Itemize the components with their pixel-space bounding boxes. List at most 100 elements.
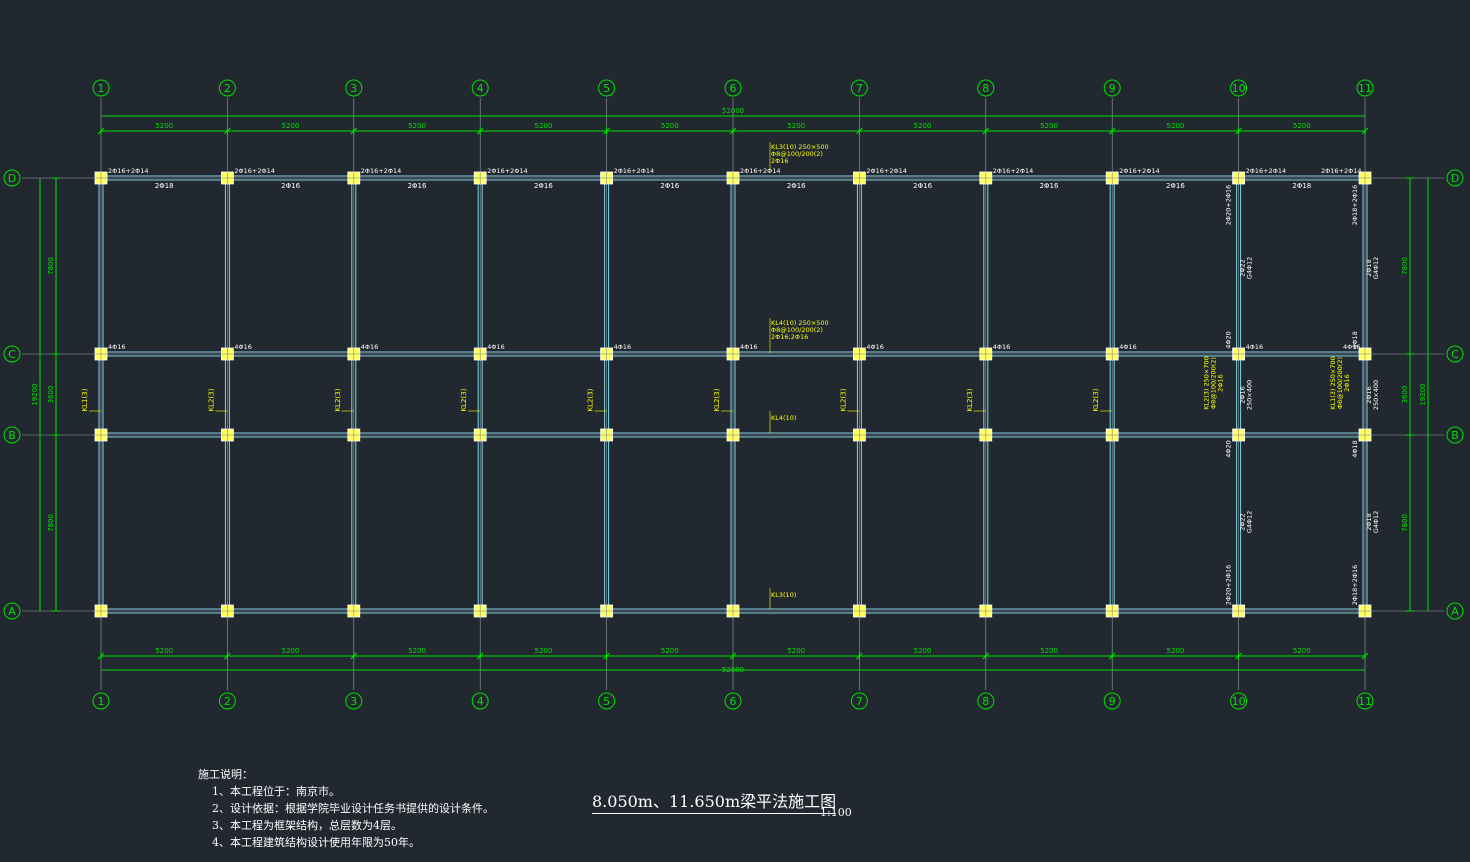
beam-mid-label: 4Φ16 [993,343,1011,351]
dimension-tick [856,652,863,660]
axis-bubble-x [1230,692,1248,710]
axis-label-x: 10 [1232,695,1246,708]
axis-label-x: 3 [350,695,357,708]
dimension-span-text: 5200 [155,647,173,655]
notes-heading: 施工说明： [198,768,253,781]
axis-bubble-x [1230,79,1248,97]
dimension-tick [224,652,231,660]
axis-bubble-x [1103,79,1121,97]
note-item-2: 2、设计依据：根据学院毕业设计任务书提供的设计条件。 [212,802,494,815]
drawing-title: 8.050m、11.650m梁平法施工图 [592,788,837,814]
annotation-mid-line: KL4(10) 250×500 [771,319,829,327]
right-annotation: G4Φ12 [1372,511,1380,534]
beam-top-label: 2Φ16+2Φ14 [487,167,528,175]
right-annotation: 4Φ20 [1225,331,1233,349]
right-annotation: 4Φ20 [1225,440,1233,458]
dimension-span-text: 5200 [1293,647,1311,655]
beam-top-label: 2Φ16+2Φ14 [234,167,275,175]
dimension-span-text: 5200 [787,647,805,655]
annotation-top-line: 2Φ16 [771,157,789,165]
dimension-vertical-text: 3600 [47,386,55,404]
dimension-tick [1108,127,1116,135]
right-annotation: 2Φ16 [1239,386,1247,404]
dimension-span-text: 5200 [282,122,300,130]
beam-top-label: 2Φ16+2Φ14 [740,167,781,175]
dimension-tick [1235,652,1242,660]
dimension-span-text: 5200 [1166,647,1184,655]
column-beam-label: KL2(3) [207,388,215,411]
beam-bottom-bar-label: 2Φ16 [1166,182,1185,190]
right-annotation: 2Φ22 [1239,259,1247,277]
axis-bubble-y [3,426,21,444]
beam-mid-label: 4Φ16 [361,343,379,351]
axis-label-x: 7 [856,82,863,95]
dimension-span-text: 5200 [787,122,805,130]
axis-label-x: 1 [98,82,105,95]
beam-mid-label: 4Φ16 [740,343,758,351]
dimension-vertical-text: 7800 [47,257,55,275]
dimension-vertical-text: 7800 [1401,514,1409,532]
axis-label-y: D [8,172,16,185]
dimension-vertical-total-text: 19200 [31,383,39,405]
dimension-span-text: 5200 [661,122,679,130]
axis-bubble-y [3,169,21,187]
dimension-tick [1108,652,1116,660]
beam-mid-label: 4Φ16 [614,343,632,351]
axis-bubble-x [850,692,868,710]
dimension-tick [603,652,610,660]
beam-bottom-bar-label: 2Φ16 [408,182,427,190]
column-beam-label: KL2(3) [713,388,721,411]
axis-bubble-y [1446,426,1464,444]
dimension-span-text: 5200 [661,647,679,655]
axis-bubble-x [345,79,363,97]
dimension-span-text: 5200 [534,647,552,655]
axis-label-y: D [1451,172,1459,185]
beam-mid-label: 4Φ16 [234,343,252,351]
dimension-total-text: 52000 [722,107,744,115]
beam-bottom-bar-label: 2Φ18 [155,182,174,190]
drawing-scale: 1:100 [820,806,852,819]
axis-bubble-x [1103,692,1121,710]
axis-bubble-x [92,79,110,97]
dimension-span-text: 5200 [534,122,552,130]
dimension-vertical-text: 7800 [47,514,55,532]
axis-label-x: 10 [1232,82,1246,95]
right-annotation: 2Φ16 [1365,386,1373,404]
axis-label-x: 8 [982,695,989,708]
column-beam-label: KL2(3) [587,388,595,411]
beam-bottom-bar-label: 2Φ16 [913,182,932,190]
dimension-total-text: 52000 [722,666,744,674]
right-annotation: KL2(3) 250×700 [1203,356,1211,410]
axis-label-x: 11 [1358,82,1372,95]
beam-bottom-bar-label: 2Φ16 [787,182,806,190]
dimension-tick [350,652,358,660]
dimension-span-text: 5200 [1040,122,1058,130]
beam-top-label: 2Φ16+2Φ14 [1119,167,1160,175]
axis-label-x: 4 [477,695,484,708]
right-annotation: 250×400 [1372,380,1380,410]
column-beam-label: KL2(3) [1092,388,1100,411]
axis-bubble-y [3,602,21,620]
beam-mid-label: 4Φ16 [1343,343,1361,351]
beam-top-label: 2Φ16+2Φ14 [614,167,655,175]
axis-label-y: A [1451,605,1459,618]
axis-label-x: 8 [982,82,989,95]
axis-label-x: 6 [730,695,737,708]
dimension-tick [1361,127,1369,135]
axis-label-x: 9 [1109,82,1116,95]
beam-bottom-bar-label: 2Φ16 [281,182,300,190]
right-annotation: 2Φ18 [1365,259,1373,277]
annotation-top-line: KL3(10) 250×500 [771,143,829,151]
dimension-tick [729,127,737,135]
beam-mid-label: 4Φ16 [866,343,884,351]
axis-label-x: 11 [1358,695,1372,708]
right-annotation: 2Φ22 [1239,513,1247,531]
column-beam-label: KL2(3) [966,388,974,411]
construction-notes: 施工说明： 1、本工程位于：南京市。 2、设计依据：根据学院毕业设计任务书提供的… [198,766,494,851]
annotation-top-line: Φ8@100/200(2) [771,150,823,158]
beam-top-label: 2Φ16+2Φ14 [361,167,402,175]
dimension-tick [224,127,231,135]
axis-bubble-x [471,79,489,97]
dimension-span-text: 5200 [914,122,932,130]
